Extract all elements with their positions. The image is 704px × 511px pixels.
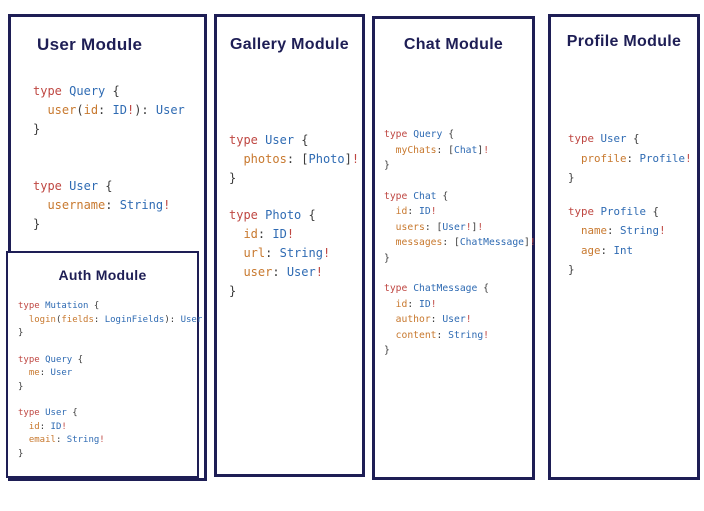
chat-module-code: type Query { myChats: [Chat]!}type Chat …: [384, 127, 536, 359]
panel-chat-module: Chat Module type Query { myChats: [Chat]…: [372, 16, 536, 480]
code-block: type User { photos: [Photo]!}: [229, 131, 362, 188]
code-block: type ChatMessage { id: ID! author: User!…: [384, 281, 532, 359]
code-block: type Photo { id: ID! url: String! user: …: [229, 206, 362, 301]
code-block: type Query { myChats: [Chat]!}: [384, 127, 532, 174]
user-module-code: type Query { user(id: ID!): User}type Us…: [33, 82, 204, 234]
code-line: }: [18, 448, 24, 459]
code-line: users: [User!]!: [395, 221, 484, 233]
auth-module-title: Auth Module: [58, 267, 147, 283]
code-line: id: ID!: [395, 206, 437, 217]
code-line: }: [229, 284, 237, 298]
code-line: myChats: [Chat]!: [395, 144, 490, 156]
code-line: type ChatMessage {: [384, 283, 490, 294]
code-line: type Profile {: [568, 204, 660, 218]
code-line: type User {: [229, 133, 309, 147]
code-line: }: [33, 122, 41, 136]
code-block: type Query { me: User}: [18, 354, 197, 395]
panel-gallery-module: Gallery Module type User { photos: [Phot…: [214, 14, 365, 477]
code-line: user: User!: [243, 265, 323, 279]
gallery-module-title: Gallery Module: [230, 36, 349, 53]
code-line: email: String!: [28, 435, 105, 445]
code-block: type User { profile: Profile!}: [568, 129, 697, 188]
code-block: type User { id: ID! email: String!}: [18, 407, 197, 461]
user-module-title: User Module: [37, 35, 143, 54]
code-line: author: User!: [395, 314, 472, 325]
code-line: username: String!: [47, 198, 171, 212]
code-block: type Chat { id: ID! users: [User!]! mess…: [384, 189, 536, 267]
code-line: }: [384, 160, 390, 171]
code-block: type Query { user(id: ID!): User}: [33, 82, 204, 139]
code-block: type Mutation { login(fields: LoginField…: [18, 300, 203, 341]
gallery-module-code: type User { photos: [Photo]!}type Photo …: [229, 131, 362, 301]
code-line: id: ID!: [243, 227, 295, 241]
code-line: content: String!: [395, 329, 490, 341]
auth-module-code: type Mutation { login(fields: LoginField…: [18, 300, 203, 461]
profile-module-code: type User { profile: Profile!}type Profi…: [568, 129, 697, 280]
panel-auth-module: Auth Module type Mutation { login(fields…: [6, 251, 203, 478]
code-line: url: String!: [243, 246, 331, 260]
code-line: }: [18, 328, 24, 338]
code-line: messages: [ChatMessage]!: [395, 237, 536, 248]
code-line: }: [568, 263, 575, 276]
chat-module-title: Chat Module: [403, 36, 504, 53]
code-line: name: String!: [581, 224, 666, 237]
code-line: }: [229, 171, 237, 185]
code-line: type Photo {: [229, 208, 316, 222]
code-line: type Query {: [33, 84, 120, 98]
code-line: id: ID!: [28, 421, 67, 432]
code-line: type User {: [33, 179, 113, 193]
code-line: profile: Profile!: [581, 151, 692, 165]
code-line: photos: [Photo]!: [243, 152, 360, 166]
code-line: }: [18, 381, 24, 392]
code-line: type User {: [568, 132, 640, 145]
code-line: type Chat {: [384, 190, 449, 202]
code-line: user(id: ID!): User: [47, 103, 185, 117]
code-line: }: [33, 217, 41, 231]
code-block: type Profile { name: String! age: Int}: [568, 202, 697, 280]
code-line: login(fields: LoginFields): User: [28, 314, 203, 325]
profile-module-title: Profile Module: [566, 33, 682, 50]
code-line: }: [568, 171, 575, 184]
code-block: type User { username: String!}: [33, 177, 204, 234]
code-line: type User {: [18, 408, 78, 418]
code-line: me: User: [28, 368, 73, 378]
code-line: type Query {: [384, 129, 455, 140]
code-line: type Mutation {: [18, 301, 100, 311]
code-line: age: Int: [581, 243, 634, 257]
code-line: }: [384, 252, 390, 264]
code-line: }: [384, 345, 390, 356]
code-line: id: ID!: [395, 298, 437, 310]
panel-profile-module: Profile Module type User { profile: Prof…: [548, 14, 700, 480]
code-line: type Query {: [18, 354, 84, 365]
